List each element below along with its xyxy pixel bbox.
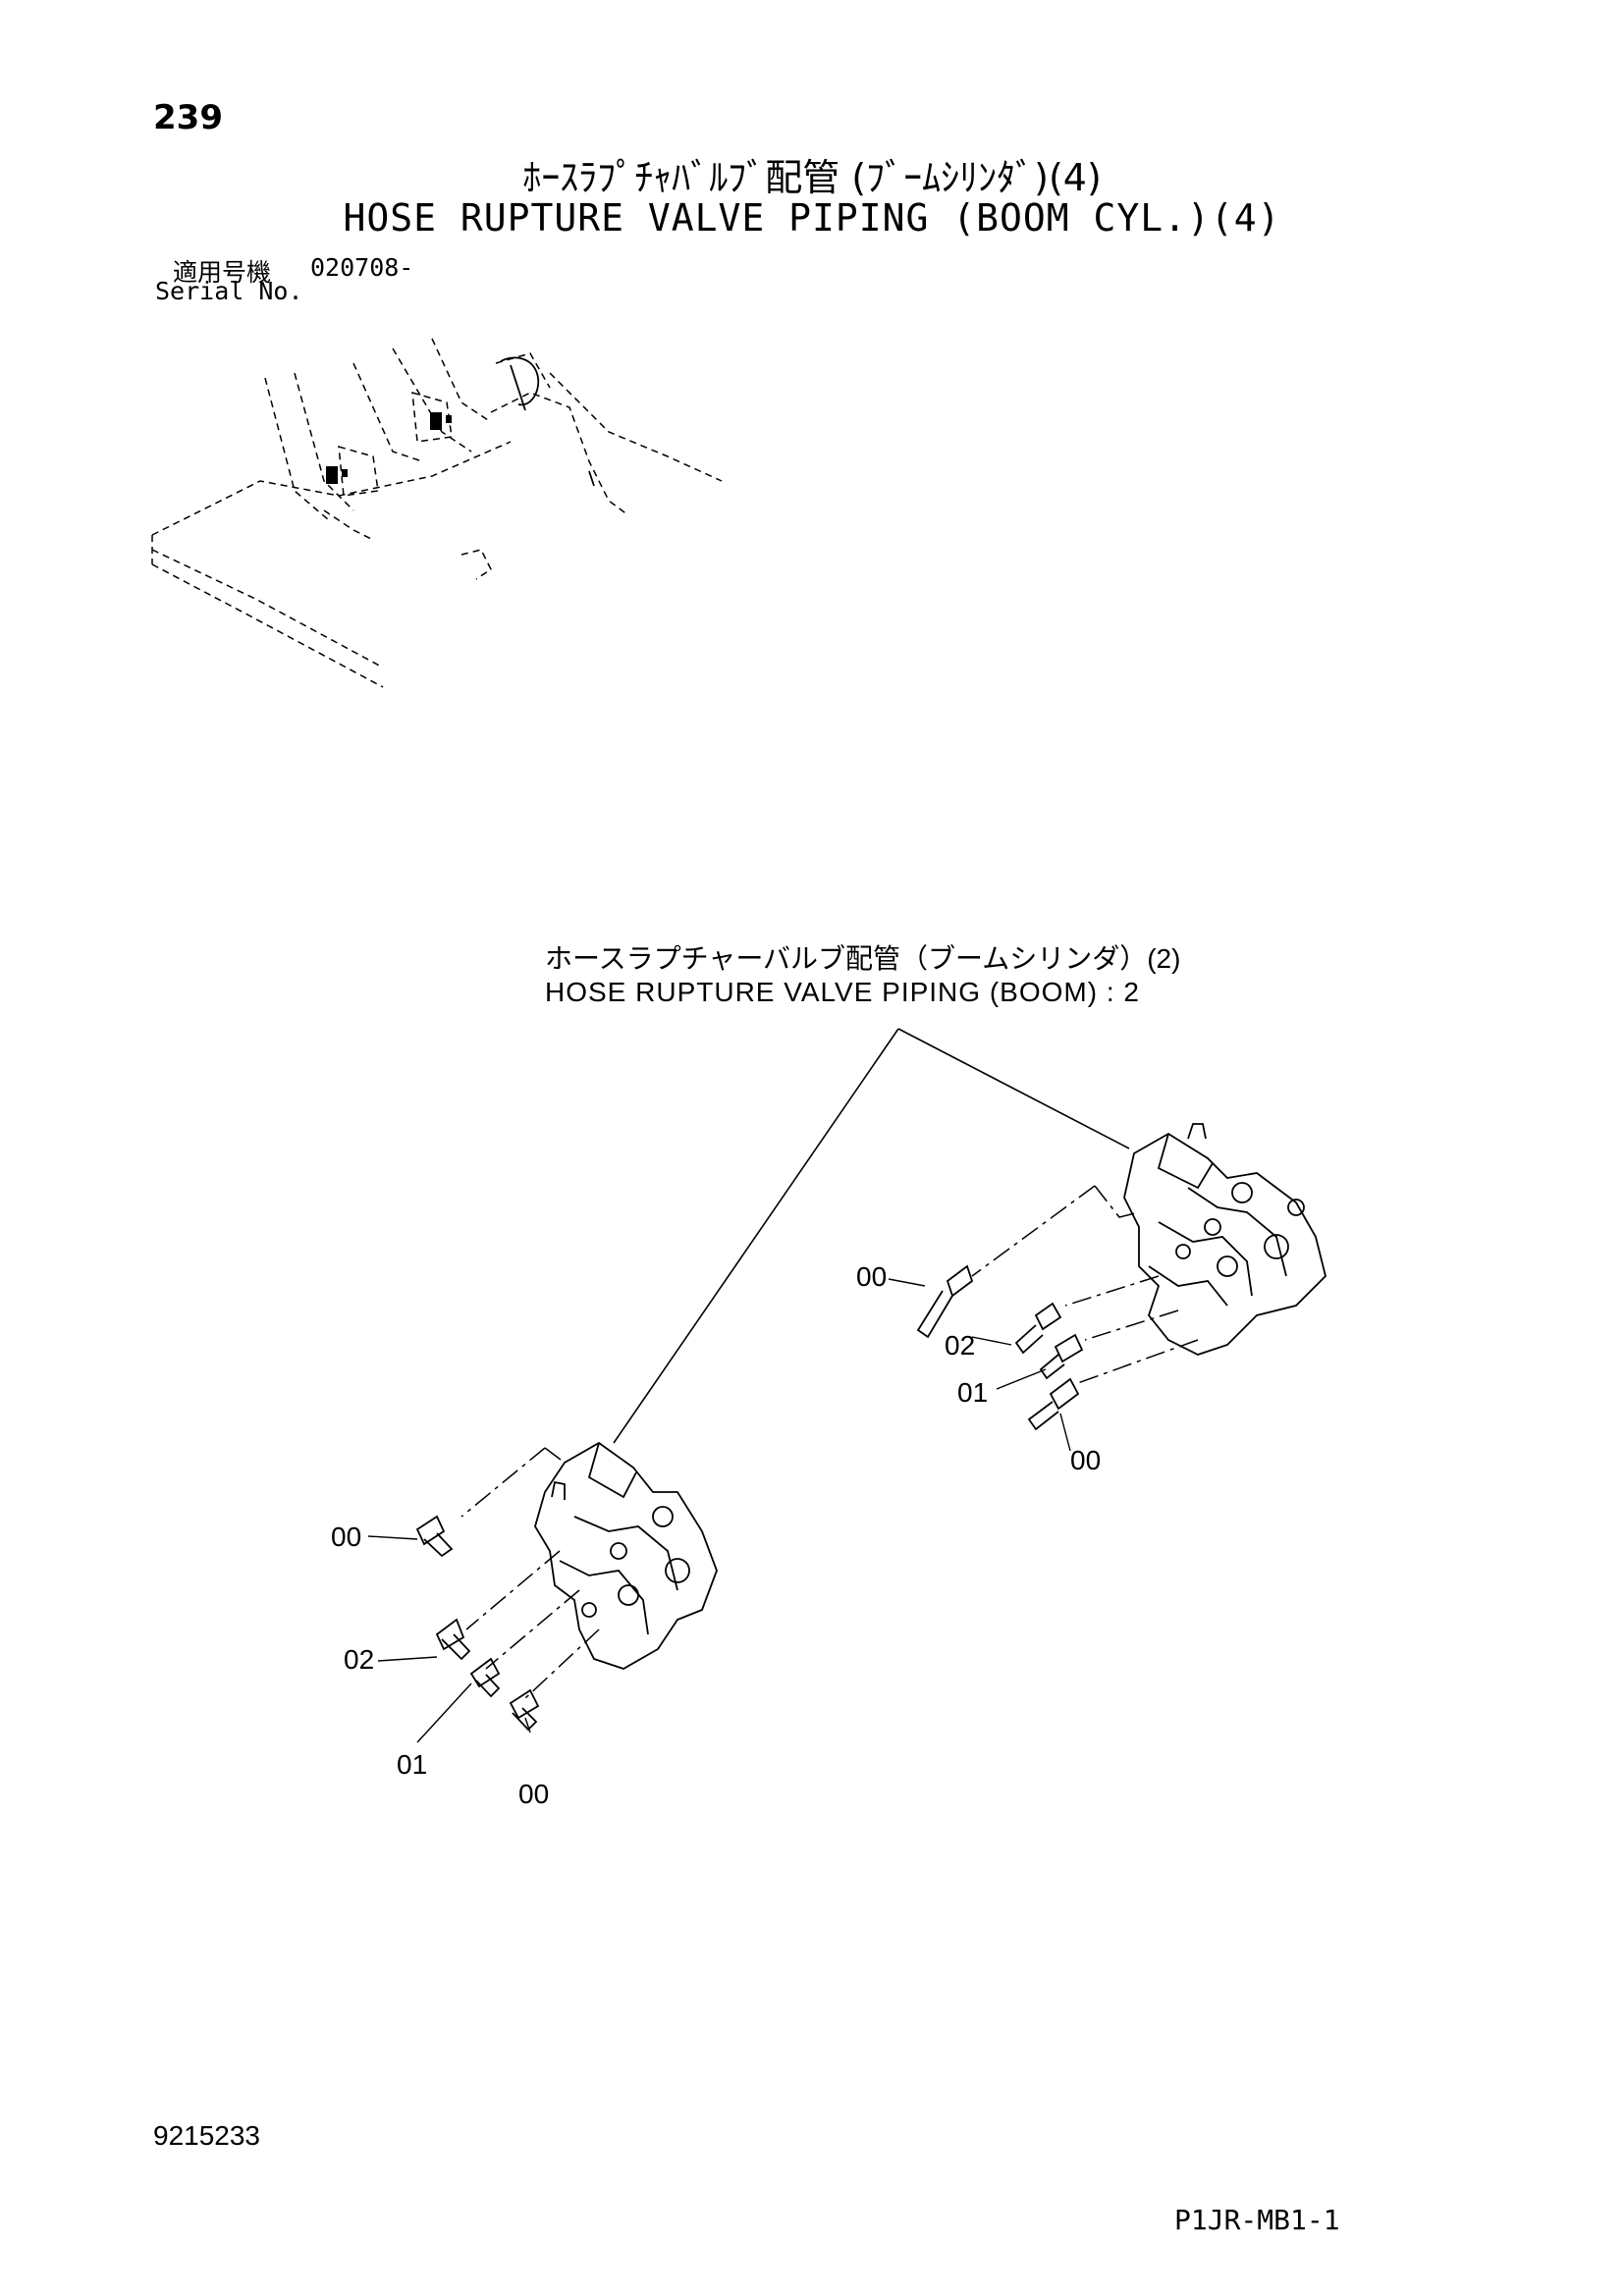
callout-left-3: 01 [397,1749,428,1780]
serial-label-english: Serial No. [155,277,303,305]
callout-left-1: 00 [331,1522,362,1552]
right-valve-body [1123,1123,1326,1356]
callout-left-2: 02 [344,1644,375,1675]
page-number: 239 [153,98,223,137]
left-valve-dashed [460,1447,600,1699]
locator-valve-marks [326,412,452,484]
page-title-english: HOSE RUPTURE VALVE PIPING (BOOM CYL.)(4) [343,196,1281,240]
callout-right-1: 00 [856,1261,888,1292]
left-valve-body [534,1441,718,1670]
right-valve-dashed [971,1185,1199,1385]
sheet-code: P1JR-MB1-1 [1174,2204,1340,2236]
callout-right-3: 01 [957,1377,989,1408]
callout-right-2: 02 [945,1330,976,1361]
locator-view [151,338,723,688]
callout-left-4: 00 [518,1779,550,1809]
callout-right-4: 00 [1070,1445,1102,1475]
reference-label-english: HOSE RUPTURE VALVE PIPING (BOOM) : 2 [545,977,1140,1007]
serial-code: 020708- [310,253,414,282]
reference-label-japanese: ホースラプチャーバルブ配管（ブームシリンダ）(2) [545,943,1181,974]
document-number: 9215233 [153,2120,261,2151]
reference-leader-lines [613,1028,1130,1444]
left-callout-leaders [367,1535,531,1743]
right-fittings [916,1264,1084,1431]
right-callout-leaders [888,1278,1071,1452]
serial-label-japanese: 適用号機 [173,258,272,287]
left-fittings [415,1515,540,1732]
page-title-japanese: ﾎｰｽﾗﾌﾟﾁｬﾊﾞﾙﾌﾞ配管 (ﾌﾞｰﾑｼﾘﾝﾀﾞ)(4) [522,156,1102,199]
locator-solid-lines [500,356,595,487]
